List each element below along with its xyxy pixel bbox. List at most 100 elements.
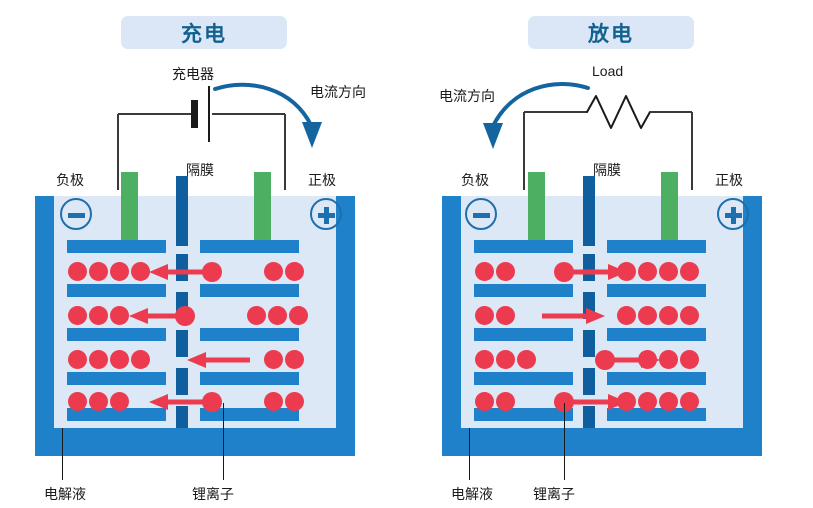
- electrode-plate-positive: [200, 328, 299, 341]
- electrode-plate-positive: [607, 408, 706, 421]
- cell-wall-bottom: [35, 428, 355, 456]
- electrode-plate-positive: [200, 372, 299, 385]
- separator-dash: [176, 330, 188, 357]
- lithium-ion: [89, 306, 108, 325]
- electrode-tab-positive: [254, 172, 271, 246]
- lithium-ion: [475, 392, 494, 411]
- lithium-ion: [89, 392, 108, 411]
- electrode-plate-positive: [200, 408, 299, 421]
- separator-label-charge: 隔膜: [186, 163, 214, 179]
- electrode-plate-negative: [67, 372, 166, 385]
- ion-migration-arrows-charge: [129, 262, 250, 412]
- positive-polarity-icon: [717, 198, 749, 230]
- separator-label-discharge: 隔膜: [593, 163, 621, 179]
- negative-electrode-label-charge: 负极: [56, 173, 84, 189]
- panel-title-banner-charge: 充电: [121, 16, 287, 49]
- lithium-ion: [264, 262, 283, 281]
- panel-charge: 充电 充电器 电流方向 负极 隔膜 正极: [0, 0, 406, 508]
- lithium-ion: [110, 262, 129, 281]
- electrode-plate-negative: [67, 284, 166, 297]
- lithium-ion: [68, 262, 87, 281]
- lithium-ion: [264, 350, 283, 369]
- cell-wall-left: [442, 196, 461, 428]
- panel-title-discharge: 放电: [588, 21, 634, 46]
- positive-electrode-label-charge: 正极: [308, 173, 336, 189]
- electrode-tab-positive: [661, 172, 678, 246]
- panel-title-charge: 充电: [181, 21, 227, 46]
- lithium-ion: [68, 306, 87, 325]
- cell-wall-right: [336, 196, 355, 428]
- lithium-ion: [131, 262, 150, 281]
- lithium-ion: [110, 392, 129, 411]
- separator-dash: [583, 406, 595, 428]
- separator-dash: [176, 368, 188, 395]
- lithium-ion-label-discharge: 锂离子: [533, 487, 575, 503]
- lithium-ion: [496, 262, 515, 281]
- electrode-tab-negative: [121, 172, 138, 246]
- minus-bar: [68, 213, 85, 218]
- leader-line-electrolyte: [469, 428, 470, 480]
- lithium-ion: [89, 262, 108, 281]
- lithium-ion: [638, 392, 657, 411]
- electrode-plate-negative: [67, 240, 166, 253]
- electrode-plate-positive: [200, 240, 299, 253]
- lithium-ion: [496, 306, 515, 325]
- separator-dash: [176, 406, 188, 428]
- device-label-load: Load: [592, 63, 624, 79]
- lithium-ion: [617, 392, 636, 411]
- battery-cell-charge: [35, 172, 355, 456]
- electrode-plate-negative: [474, 284, 573, 297]
- lithium-ion: [110, 306, 129, 325]
- lithium-ion: [475, 350, 494, 369]
- electrode-plate-negative: [474, 240, 573, 253]
- lithium-ion: [289, 306, 308, 325]
- lithium-ion: [285, 350, 304, 369]
- current-direction-label-charge: 电流方向: [310, 85, 366, 101]
- device-label-charger: 充电器: [172, 67, 214, 83]
- current-direction-label-discharge: 电流方向: [439, 89, 495, 105]
- lithium-ion: [638, 262, 657, 281]
- electrolyte-label-discharge: 电解液: [451, 487, 493, 503]
- separator-dash: [583, 330, 595, 357]
- leader-line-lithium-ion: [223, 403, 224, 480]
- lithium-ion: [475, 306, 494, 325]
- minus-bar: [473, 213, 490, 218]
- negative-polarity-icon: [465, 198, 497, 230]
- lithium-ion: [68, 350, 87, 369]
- separator-dash: [583, 176, 595, 246]
- lithium-ion: [475, 262, 494, 281]
- lithium-ion: [68, 392, 87, 411]
- lithium-ion: [131, 350, 150, 369]
- circuit-charge: [117, 82, 322, 190]
- lithium-ion: [617, 306, 636, 325]
- lithium-ion: [680, 392, 699, 411]
- electrode-plate-positive: [607, 372, 706, 385]
- lithium-ion: [680, 262, 699, 281]
- electrode-plate-negative: [67, 328, 166, 341]
- lithium-ion: [517, 350, 536, 369]
- lithium-ion: [285, 392, 304, 411]
- lithium-ion: [659, 306, 678, 325]
- lithium-ion: [110, 350, 129, 369]
- lithium-ion: [680, 306, 699, 325]
- electrode-plate-positive: [607, 240, 706, 253]
- lithium-ion: [659, 392, 678, 411]
- plus-bar-vertical: [324, 207, 329, 224]
- negative-electrode-label-discharge: 负极: [461, 173, 489, 189]
- separator-dash: [176, 176, 188, 246]
- cell-wall-right: [743, 196, 762, 428]
- lithium-ion: [659, 262, 678, 281]
- cell-wall-bottom: [442, 428, 762, 456]
- electrode-plate-negative: [474, 372, 573, 385]
- electrode-plate-negative: [474, 408, 573, 421]
- negative-polarity-icon: [60, 198, 92, 230]
- lithium-ion: [496, 350, 515, 369]
- cell-wall-left: [35, 196, 54, 428]
- electrode-plate-negative: [67, 408, 166, 421]
- plus-bar-vertical: [731, 207, 736, 224]
- separator-dash: [583, 368, 595, 395]
- lithium-ion: [285, 262, 304, 281]
- lithium-ion: [264, 392, 283, 411]
- panel-title-banner-discharge: 放电: [528, 16, 694, 49]
- lithium-ion: [617, 262, 636, 281]
